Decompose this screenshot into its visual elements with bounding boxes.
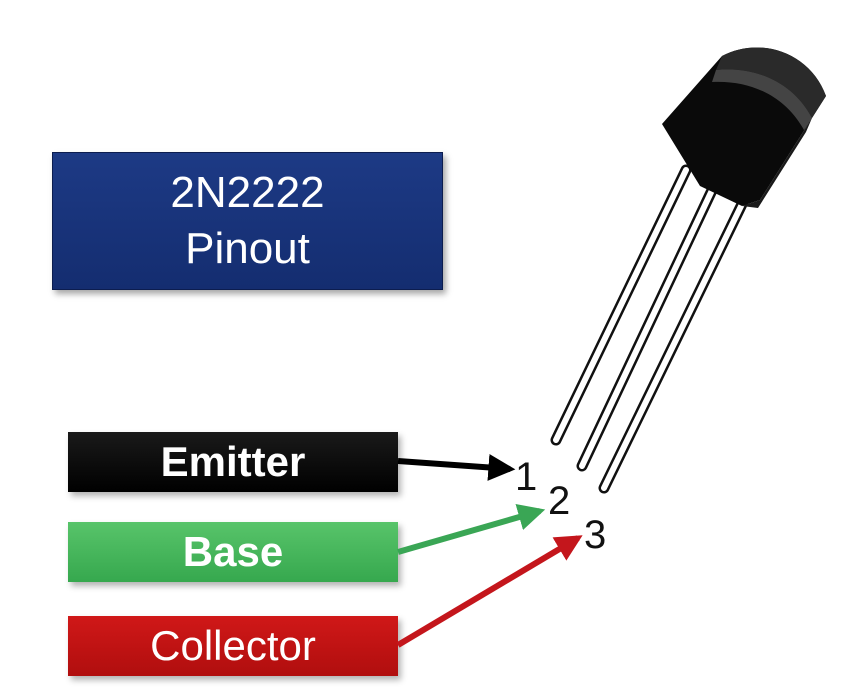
emitter-label-box: Emitter — [68, 432, 398, 492]
base-arrow — [397, 504, 546, 555]
collector-arrow — [396, 535, 583, 648]
pin-number-3: 3 — [584, 513, 606, 557]
base-label: Base — [182, 528, 284, 575]
to-92-transistor-icon — [662, 47, 826, 208]
title-box: 2N2222 Pinout — [52, 152, 443, 290]
base-label-box: Base — [68, 522, 398, 582]
pin-number-1: 1 — [515, 455, 537, 499]
emitter-arrow — [397, 453, 516, 481]
pin-number-2: 2 — [548, 479, 570, 523]
collector-label-box: Collector — [68, 616, 398, 676]
title-line-2: Pinout — [185, 224, 310, 273]
title-line-1: 2N2222 — [170, 168, 325, 217]
transistor-leads — [550, 164, 750, 494]
emitter-label: Emitter — [160, 438, 306, 485]
collector-label: Collector — [150, 622, 316, 669]
